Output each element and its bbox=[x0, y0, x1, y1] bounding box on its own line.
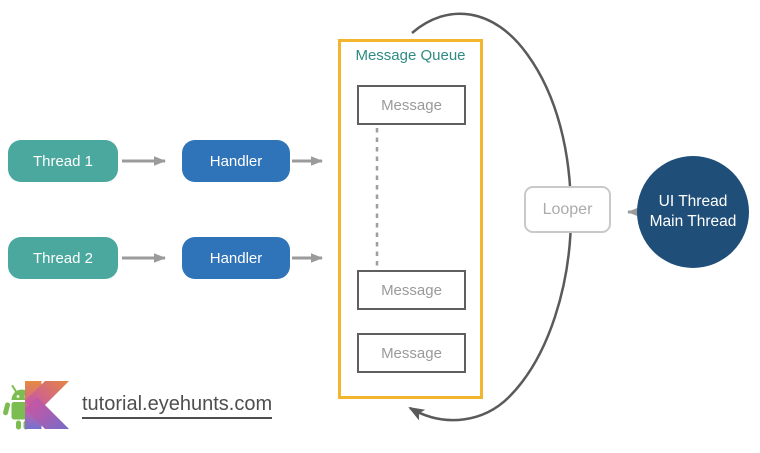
ui-thread-line1: UI Thread bbox=[658, 192, 728, 210]
ui-thread-line2: Main Thread bbox=[649, 213, 737, 230]
ui-thread-circle: UI Thread Main Thread bbox=[637, 156, 749, 268]
thread1-box: Thread 1 bbox=[8, 140, 118, 182]
footer-logo bbox=[3, 381, 73, 430]
message-item-1: Message bbox=[357, 85, 466, 125]
handler1-box: Handler bbox=[182, 140, 290, 182]
handler2-box: Handler bbox=[182, 237, 290, 279]
message-item-3: Message bbox=[357, 333, 466, 373]
looper-box: Looper bbox=[524, 186, 611, 233]
site-watermark: tutorial.eyehunts.com bbox=[82, 393, 273, 419]
message-queue-title: Message Queue bbox=[355, 47, 466, 64]
message-item-2: Message bbox=[357, 270, 466, 310]
thread2-box: Thread 2 bbox=[8, 237, 118, 279]
message-queue-box: Message Queue Message Message Message bbox=[338, 39, 483, 399]
site-watermark-text: tutorial.eyehunts.com bbox=[82, 393, 273, 419]
kotlin-logo-icon bbox=[25, 381, 73, 429]
